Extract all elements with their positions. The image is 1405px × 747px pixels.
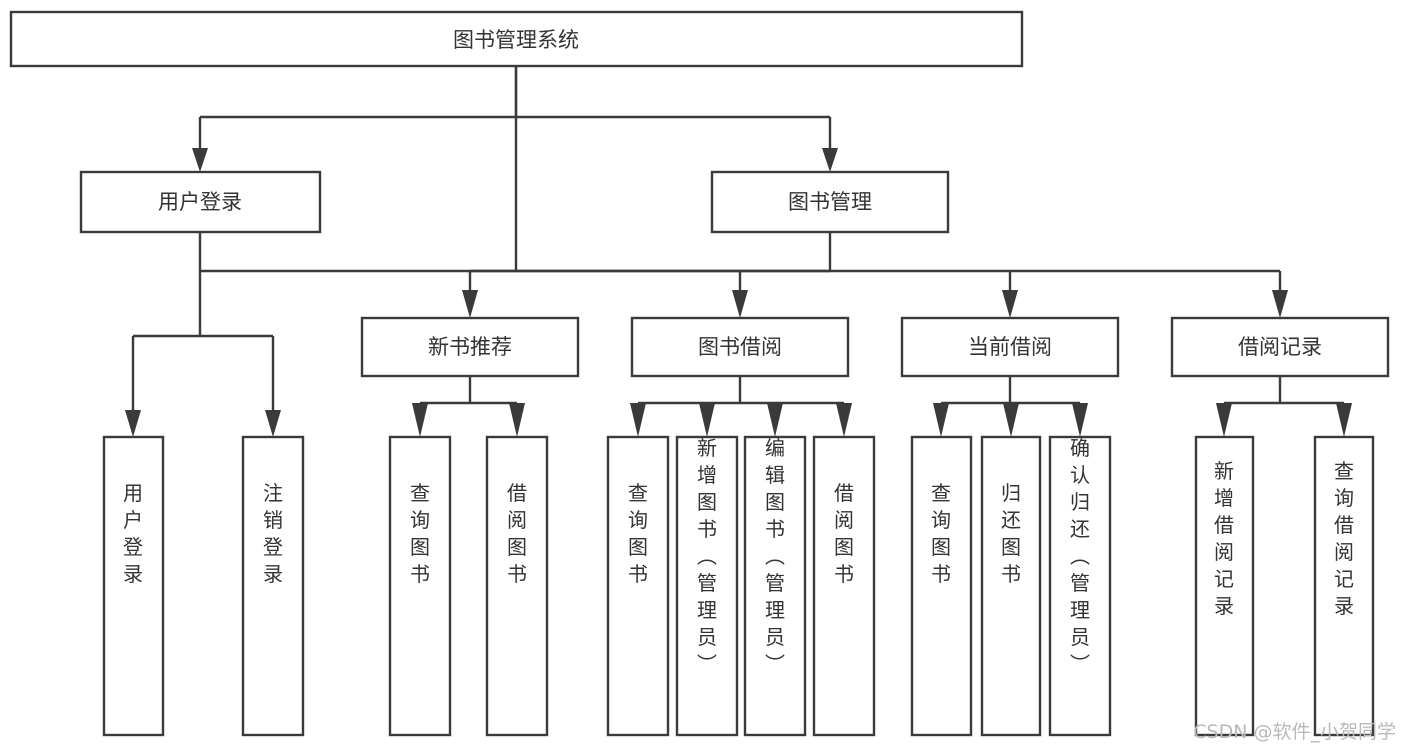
leaf-node[interactable]: 编辑图书︵管理员︶ xyxy=(743,435,807,737)
arrow-leaf-bb-3 xyxy=(767,403,783,437)
connector-group-new-book xyxy=(412,376,525,437)
leaf-node[interactable]: 借阅图书 xyxy=(812,435,876,737)
connector-group-book-manage xyxy=(462,232,1288,318)
arrow-current-borrow xyxy=(1002,290,1018,318)
connector-group-book-borrow xyxy=(630,376,852,437)
leaf-node[interactable]: 查询图书 xyxy=(388,435,452,737)
arrow-leaf-br-2 xyxy=(1336,403,1352,437)
node-user-login-label: 用户登录 xyxy=(158,190,242,214)
arrow-new-book xyxy=(462,290,478,318)
leaf-bb-query-book-box[interactable] xyxy=(606,435,670,737)
arrow-leaf-user-login-1 xyxy=(125,410,141,437)
node-book-borrow[interactable]: 图书借阅 xyxy=(630,316,850,378)
leaf-br-query-record-box[interactable] xyxy=(1313,435,1375,737)
leaf-nb-query-book-box[interactable] xyxy=(388,435,452,737)
leaf-bb-edit-book-label: 编辑图书︵管理员︶ xyxy=(765,436,785,676)
arrow-leaf-nb-1 xyxy=(412,403,428,437)
node-borrow-record-box[interactable] xyxy=(1170,316,1390,378)
node-new-book-recommend-box[interactable] xyxy=(360,316,580,378)
arrow-leaf-cb-3 xyxy=(1072,403,1088,437)
arrow-leaf-cb-2 xyxy=(1003,403,1019,437)
leaf-logout-box[interactable] xyxy=(241,435,305,737)
leaf-bb-add-book-label: 新增图书︵管理员︶ xyxy=(697,436,717,676)
connector-group-user-login xyxy=(125,232,281,437)
arrow-leaf-br-1 xyxy=(1216,403,1232,437)
connector-group-root xyxy=(192,66,838,273)
arrow-borrow-record xyxy=(1272,290,1288,318)
leaf-bb-borrow-book-label: 借阅图书 xyxy=(834,481,854,586)
leaf-cb-confirm-return-box[interactable] xyxy=(1048,435,1112,737)
node-root-box[interactable] xyxy=(9,10,1024,68)
node-current-borrow-label: 当前借阅 xyxy=(968,335,1052,359)
leaf-logout-label: 注销登录 xyxy=(263,481,283,586)
node-borrow-record-label: 借阅记录 xyxy=(1238,335,1322,359)
leaf-node[interactable]: 新增图书︵管理员︶ xyxy=(675,435,739,737)
watermark-label: CSDN @软件_小贺同学 xyxy=(1193,721,1396,743)
arrow-leaf-bb-2 xyxy=(699,403,715,437)
connector-group-current-borrow xyxy=(933,376,1088,437)
node-root-label: 图书管理系统 xyxy=(453,28,579,52)
leaf-bb-edit-book-box[interactable] xyxy=(743,435,807,737)
leaf-node[interactable]: 注销登录 xyxy=(241,435,305,737)
node-book-borrow-box[interactable] xyxy=(630,316,850,378)
arrow-leaf-cb-1 xyxy=(933,403,949,437)
arrow-leaf-user-login-2 xyxy=(265,410,281,437)
node-book-manage-box[interactable] xyxy=(710,170,950,234)
leaf-cb-return-book-label: 归还图书 xyxy=(1001,481,1021,586)
node-user-login[interactable]: 用户登录 xyxy=(79,170,322,234)
leaf-node[interactable]: 借阅图书 xyxy=(485,435,549,737)
node-current-borrow-box[interactable] xyxy=(900,316,1120,378)
leaf-cb-query-book-box[interactable] xyxy=(910,435,973,737)
leaf-node[interactable]: 查询图书 xyxy=(910,435,973,737)
leaf-node[interactable]: 归还图书 xyxy=(980,435,1042,737)
leaf-br-query-record-label: 查询借阅记录 xyxy=(1334,459,1354,618)
arrow-leaf-bb-1 xyxy=(630,403,646,437)
arrow-leaf-bb-4 xyxy=(836,403,852,437)
leaf-node[interactable]: 确认归还︵管理员︶ xyxy=(1048,435,1112,737)
node-book-borrow-label: 图书借阅 xyxy=(698,335,782,359)
arrow-leaf-nb-2 xyxy=(509,403,525,437)
connector-group-borrow-record xyxy=(1216,376,1352,437)
node-user-login-box[interactable] xyxy=(79,170,322,234)
leaf-bb-add-book-box[interactable] xyxy=(675,435,739,737)
leaf-br-add-record-label: 新增借阅记录 xyxy=(1214,459,1234,618)
leaf-user-login-label: 用户登录 xyxy=(123,481,143,586)
arrow-book-borrow xyxy=(732,290,748,318)
arrow-book-manage xyxy=(822,148,838,172)
leaf-cb-confirm-return-label: 确认归还︵管理员︶ xyxy=(1070,436,1090,676)
node-new-book-recommend[interactable]: 新书推荐 xyxy=(360,316,580,378)
leaf-node[interactable]: 新增借阅记录 xyxy=(1194,435,1255,737)
leaf-cb-query-book-label: 查询图书 xyxy=(931,481,951,586)
leaf-user-login-box[interactable] xyxy=(102,435,165,737)
leaf-br-add-record-box[interactable] xyxy=(1194,435,1255,737)
node-current-borrow[interactable]: 当前借阅 xyxy=(900,316,1120,378)
leaf-cb-return-book-box[interactable] xyxy=(980,435,1042,737)
node-book-manage-label: 图书管理 xyxy=(788,190,872,214)
leaf-node[interactable]: 查询借阅记录 xyxy=(1313,435,1375,737)
leaf-node[interactable]: 查询图书 xyxy=(606,435,670,737)
leaf-bb-query-book-label: 查询图书 xyxy=(628,481,648,586)
node-root[interactable]: 图书管理系统 xyxy=(9,10,1024,68)
node-book-manage[interactable]: 图书管理 xyxy=(710,170,950,234)
arrow-user-login xyxy=(192,148,208,172)
node-borrow-record[interactable]: 借阅记录 xyxy=(1170,316,1390,378)
leaf-nb-borrow-book-box[interactable] xyxy=(485,435,549,737)
leaf-nb-borrow-book-label: 借阅图书 xyxy=(507,481,527,586)
node-new-book-recommend-label: 新书推荐 xyxy=(428,335,512,359)
leaf-node[interactable]: 用户登录 xyxy=(102,435,165,737)
leaf-nb-query-book-label: 查询图书 xyxy=(410,481,430,586)
leaf-bb-borrow-book-box[interactable] xyxy=(812,435,876,737)
